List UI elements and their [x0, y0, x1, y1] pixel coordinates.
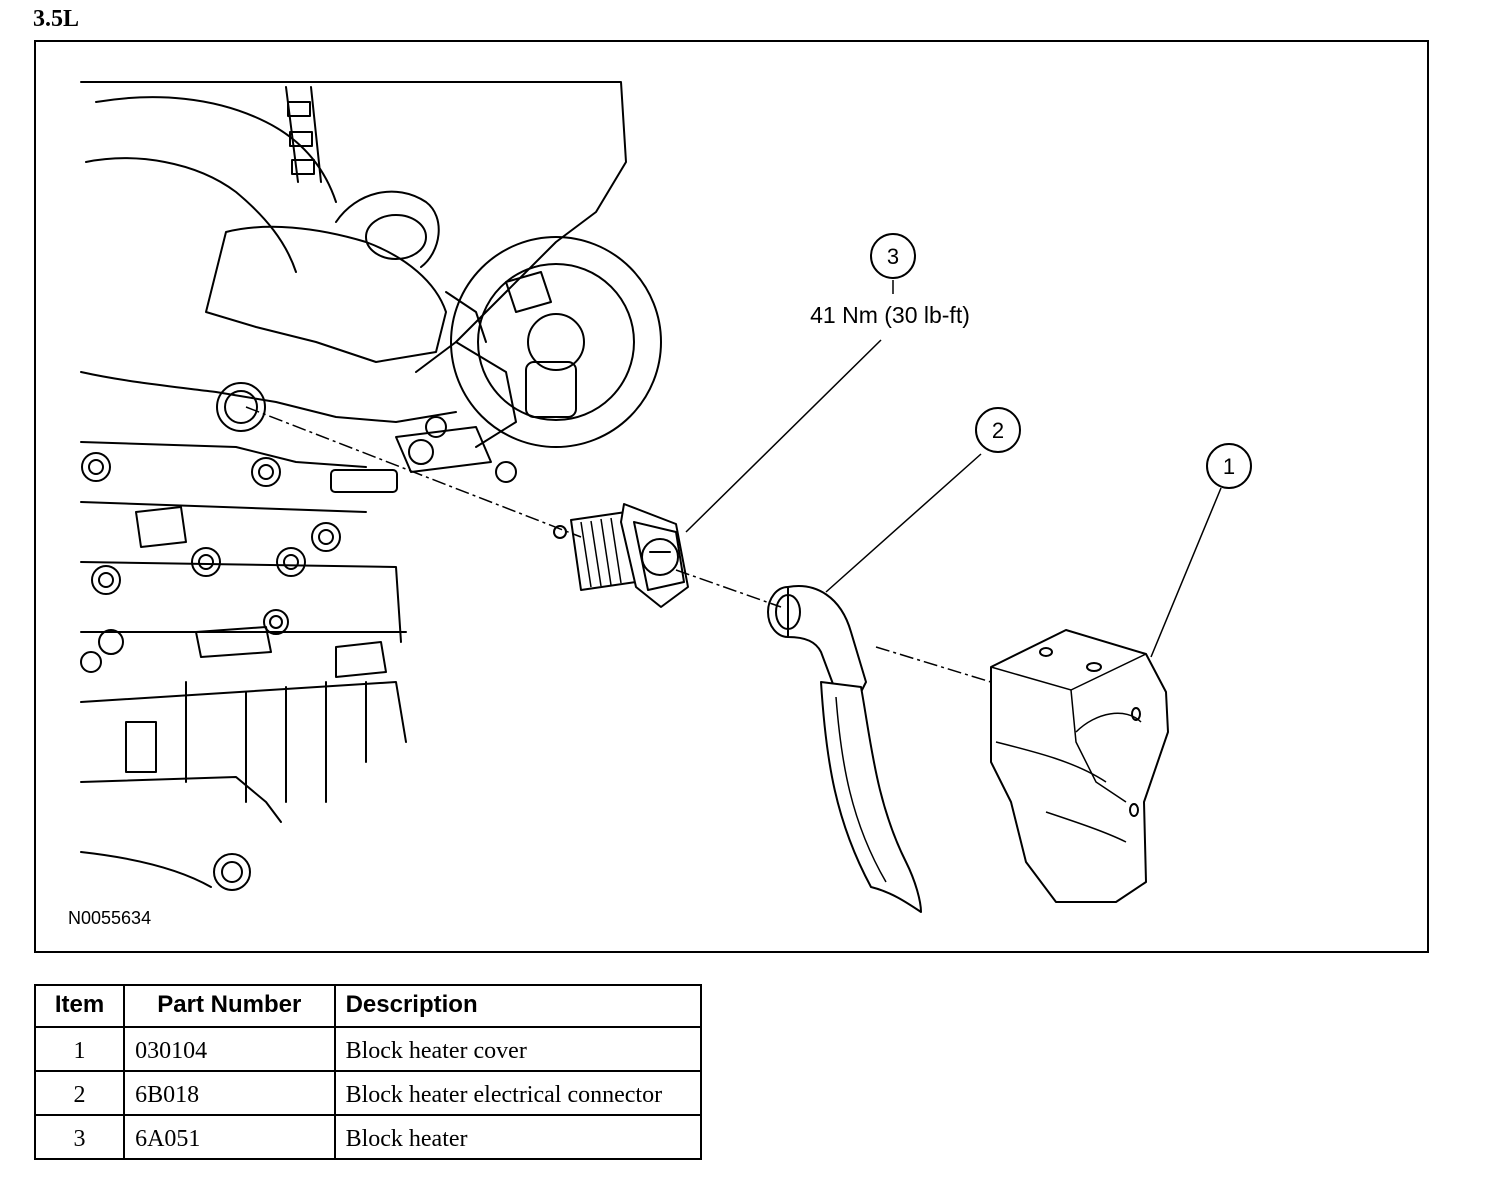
callout-2: 2 — [975, 407, 1021, 453]
header-description: Description — [333, 984, 703, 1028]
cell-item: 3 — [33, 1114, 126, 1160]
callout-number: 2 — [992, 418, 1004, 443]
parts-table: Item Part Number Description 1 030104 Bl… — [33, 984, 703, 1160]
callout-1: 1 — [1206, 443, 1252, 489]
leader-line-2 — [825, 453, 982, 593]
header-part-number: Part Number — [123, 984, 336, 1028]
cell-part-number: 030104 — [123, 1026, 336, 1072]
table-row: 1 030104 Block heater cover — [33, 1026, 703, 1072]
electrical-connector-part — [767, 585, 922, 913]
leader-line-1 — [1150, 487, 1222, 658]
engine-block-illustration — [80, 81, 662, 891]
block-heater-part — [553, 503, 689, 608]
cell-description: Block heater — [333, 1114, 703, 1160]
table-row: 3 6A051 Block heater — [33, 1114, 703, 1160]
cell-description: Block heater cover — [333, 1026, 703, 1072]
header-item: Item — [33, 984, 126, 1028]
cell-part-number: 6A051 — [123, 1114, 336, 1160]
figure-frame: 3 41 Nm (30 lb-ft) 2 1 N0055634 — [34, 40, 1429, 953]
block-heater-cover-part — [990, 629, 1169, 903]
callout-number: 1 — [1223, 454, 1235, 479]
cell-part-number: 6B018 — [123, 1070, 336, 1116]
exploded-view-diagram: 3 41 Nm (30 lb-ft) 2 1 N0055634 — [68, 81, 1252, 928]
engine-label: 3.5L — [33, 6, 80, 32]
callout-number: 3 — [887, 244, 899, 269]
cell-description: Block heater electrical connector — [333, 1070, 703, 1116]
cell-item: 2 — [33, 1070, 126, 1116]
table-header-row: Item Part Number Description — [33, 984, 703, 1028]
table-row: 2 6B018 Block heater electrical connecto… — [33, 1070, 703, 1116]
cell-item: 1 — [33, 1026, 126, 1072]
callout-3: 3 — [870, 233, 916, 279]
figure-id: N0055634 — [68, 908, 151, 928]
torque-spec-label: 41 Nm (30 lb-ft) — [810, 302, 970, 328]
leader-line-3 — [685, 339, 882, 533]
assembly-centerline — [245, 406, 992, 683]
